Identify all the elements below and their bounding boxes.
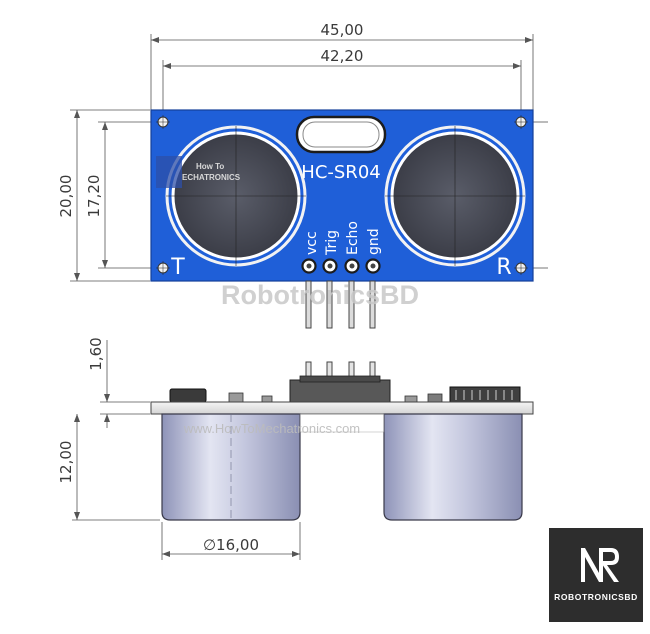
crystal-oscillator (295, 115, 387, 154)
left-transducer-top (165, 125, 307, 267)
dim-pcb-thickness: 1,60 (87, 337, 105, 370)
pcb-side-view (150, 361, 534, 521)
pin-label-trig: Trig (324, 230, 340, 256)
dim-hole-vertical: 17,20 (85, 175, 103, 218)
right-transducer-side (383, 413, 523, 521)
robotronicsbd-logo-mark (581, 548, 619, 582)
logo-text: ROBOTRONICSBD (554, 592, 638, 602)
maker-line1: How To (196, 162, 224, 171)
top-view-dimensions (70, 34, 548, 282)
pin-header-block (289, 379, 391, 403)
pcb-top-view: How To ECHATRONICS HC-SR04 T R vcc Trig … (150, 109, 534, 282)
header-pins-top (305, 280, 376, 329)
dim-board-height: 20,00 (57, 175, 75, 218)
transmitter-label: T (170, 255, 185, 280)
pin-label-gnd: gnd (366, 228, 382, 255)
dim-hole-spacing: 42,20 (321, 47, 364, 65)
maker-line2: ECHATRONICS (182, 173, 241, 182)
pin-label-vcc: vcc (304, 231, 320, 255)
dim-transducer-height: 12,00 (57, 441, 75, 484)
dim-transducer-diameter: ∅16,00 (203, 536, 259, 554)
left-transducer-side (161, 413, 301, 521)
right-transducer-top (384, 125, 526, 267)
robotronicsbd-logo: ROBOTRONICSBD (549, 528, 643, 622)
watermark-main: RobotronicsBD (221, 280, 419, 310)
model-label: HC-SR04 (301, 162, 380, 183)
top-view-arrows (74, 37, 533, 281)
pin-label-echo: Echo (345, 221, 361, 255)
side-view-arrows (74, 394, 300, 557)
side-view-dimensions (72, 340, 301, 560)
dim-total-width: 45,00 (321, 21, 364, 39)
maker-mark: How To ECHATRONICS (156, 156, 241, 188)
receiver-label: R (496, 255, 511, 280)
watermark-side: www.HowToMechatronics.com (183, 421, 360, 436)
